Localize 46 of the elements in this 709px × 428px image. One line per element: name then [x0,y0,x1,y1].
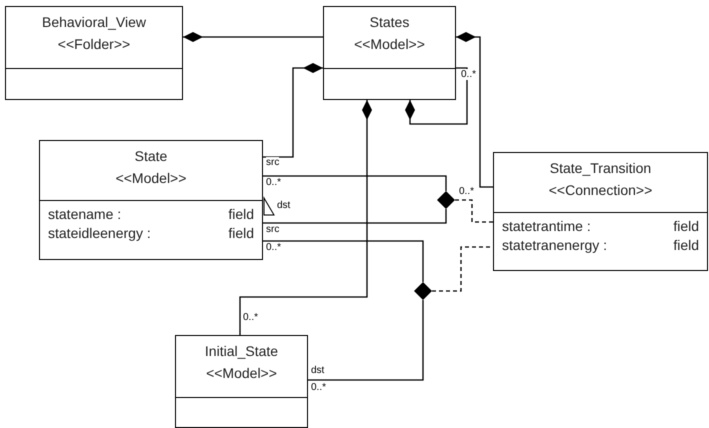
dashed-connector [455,199,493,223]
multiplicity-label: 0..* [266,177,282,188]
multiplicity-label: dst [277,200,290,211]
multiplicity-label: src [266,157,280,168]
class-name: Initial_State [204,342,278,361]
stereotype: <<Model>> [206,364,277,383]
multiplicity-label: 0..* [459,186,474,197]
connector [263,209,447,224]
association-diamond [437,191,455,209]
multiplicity-label: 0..* [243,312,258,323]
attribute-type: field [673,217,699,236]
attribute-name: statename : [48,205,122,224]
attribute-name: statetranenergy : [502,236,608,255]
connector [263,63,323,158]
stereotype: <<Folder>> [58,35,130,54]
connector [308,300,424,381]
attribute-name: statetrantime : [502,217,591,236]
connector [239,100,372,335]
connector [405,67,468,125]
dashed-connector [432,246,493,292]
connector [456,32,493,188]
class-box [39,140,263,260]
connector [183,32,323,42]
class-name: Behavioral_View [42,13,146,32]
attribute-type: field [228,205,254,224]
class-box [323,6,456,100]
class-box [175,335,308,428]
stereotype: <<Model>> [116,169,186,188]
multiplicity-label: src [266,224,280,235]
class-box [493,152,708,271]
attribute-type: field [228,224,254,243]
connector [263,240,424,282]
stereotype: <<Connection>> [548,181,652,200]
multiplicity-label: 0..* [461,69,476,80]
multiplicity-label: 0..* [266,242,282,253]
multiplicity-label: 0..* [311,382,326,393]
attribute-type: field [673,236,699,255]
association-diamond [414,282,432,300]
class-name: States [370,13,410,32]
class-name: State_Transition [550,159,652,178]
class-name: State [134,147,168,166]
attribute-name: stateidleenergy : [48,224,151,243]
class-box [5,6,183,100]
stereotype: <<Model>> [354,35,425,54]
connector [263,175,447,191]
multiplicity-label: dst [311,365,324,376]
